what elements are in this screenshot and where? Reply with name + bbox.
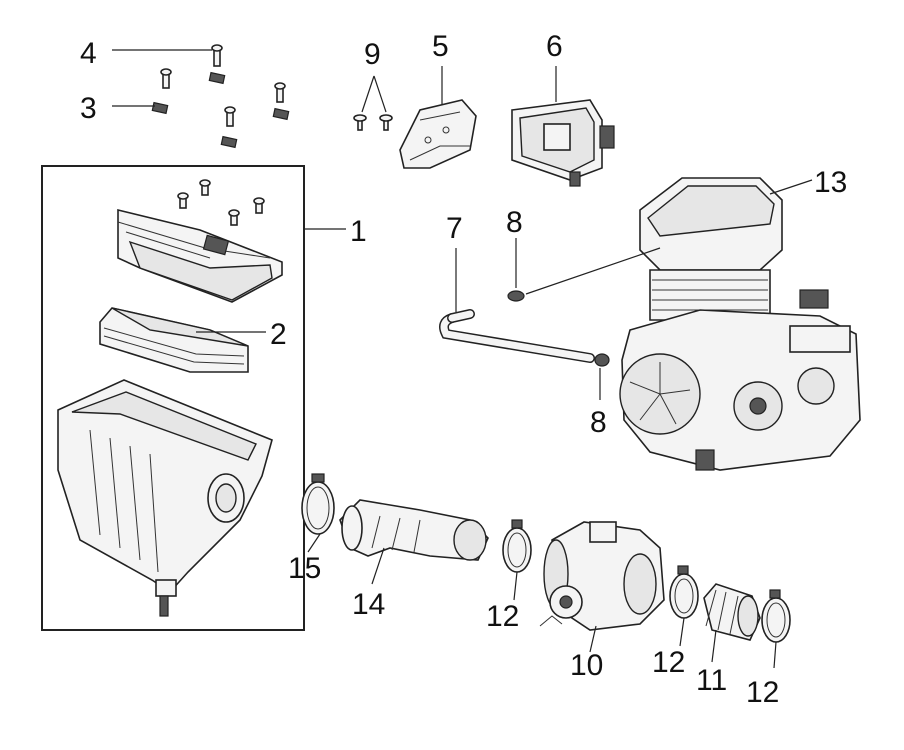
intake-duct — [339, 499, 489, 561]
airbox-cover — [117, 208, 283, 303]
callout-10: 10 — [570, 649, 603, 682]
engine-assembly — [619, 177, 861, 471]
callout-13: 13 — [814, 166, 847, 199]
callout-1: 1 — [350, 215, 367, 248]
callout-12-middle: 12 — [652, 646, 685, 679]
airbox-group-frame — [41, 165, 305, 631]
airbox-housing — [57, 379, 273, 617]
air-filter-element — [99, 307, 249, 373]
bolts-and-clip-nuts — [151, 44, 290, 149]
throttle-body — [539, 521, 665, 631]
hose-clamp-12-middle — [669, 565, 699, 619]
breather-hose — [439, 309, 595, 363]
callout-12-right: 12 — [746, 676, 779, 709]
hose-clamp-12-right — [761, 589, 791, 643]
callout-15: 15 — [288, 552, 321, 585]
callout-6: 6 — [546, 30, 563, 63]
leader-lines — [112, 49, 813, 669]
callout-14: 14 — [352, 588, 385, 621]
hose-clamp-12-left — [502, 519, 532, 573]
rubber-boot — [703, 583, 761, 641]
mounting-bracket — [399, 99, 477, 169]
callout-2: 2 — [270, 318, 287, 351]
screws-part-9 — [353, 114, 393, 131]
control-unit — [511, 99, 615, 187]
callout-8-bottom: 8 — [590, 406, 607, 439]
callout-8-top: 8 — [506, 206, 523, 239]
airbox-cover-screws — [177, 179, 265, 226]
hose-clamp-15 — [301, 473, 335, 535]
hose-clips — [507, 290, 610, 367]
callout-3: 3 — [80, 92, 97, 125]
callout-5: 5 — [432, 30, 449, 63]
callout-9: 9 — [364, 38, 381, 71]
callout-12-left: 12 — [486, 600, 519, 633]
callout-11: 11 — [696, 664, 727, 697]
callout-7: 7 — [446, 212, 463, 245]
callout-4: 4 — [80, 37, 97, 70]
